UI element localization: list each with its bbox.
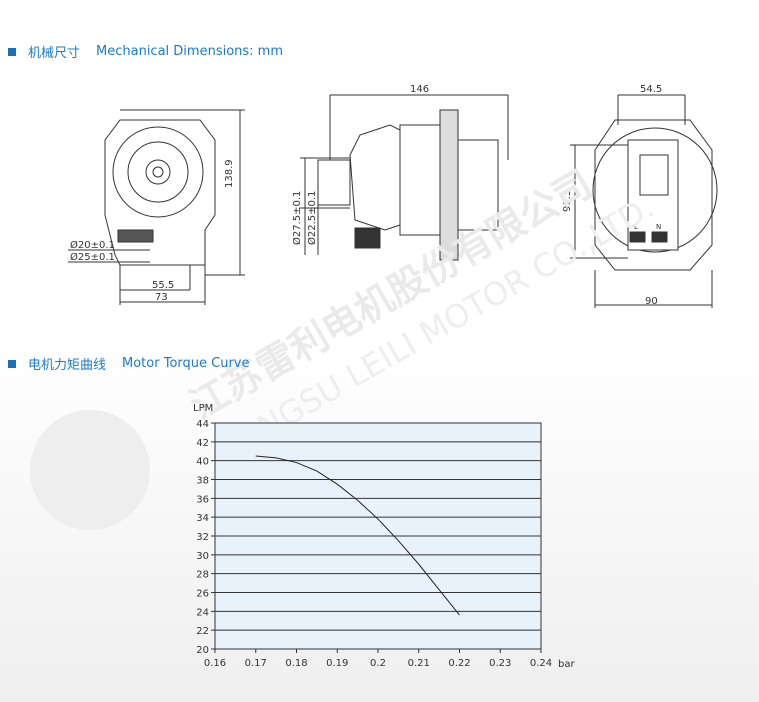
bullet-icon (8, 359, 16, 368)
y-tick-label: 42 (196, 438, 209, 449)
section-curve-header: 电机力矩曲线 Motor Torque Curve (8, 354, 250, 373)
x-tick-label: 0.21 (408, 658, 430, 669)
section-title-en: Mechanical Dimensions: mm (96, 44, 284, 59)
x-tick-label: 0.24 (530, 658, 552, 669)
y-tick-label: 20 (196, 645, 209, 656)
terminal-L: L (634, 223, 638, 231)
section-title-cn: 机械尺寸 (28, 46, 81, 61)
dim-54: 54.5 (640, 84, 662, 95)
dim-d25: Ø25±0.1 (70, 251, 115, 263)
dim-height: 138.9 (224, 159, 235, 188)
y-tick-label: 28 (196, 570, 209, 581)
y-tick-label: 44 (196, 419, 209, 430)
dim-90-3: 90.3 (562, 190, 573, 212)
y-tick-label: 36 (196, 494, 209, 505)
y-tick-label: 32 (196, 532, 209, 543)
x-tick-label: 0.23 (489, 658, 511, 669)
side-view (300, 94, 509, 261)
section-dimensions-header: 机械尺寸 Mechanical Dimensions: mm (8, 42, 283, 61)
x-tick-label: 0.16 (204, 658, 226, 669)
mechanical-drawing: 138.9 Ø20±0.1 Ø25±0.1 55.5 73 146 Ø27.5±… (68, 84, 718, 308)
x-tick-label: 0.22 (448, 658, 470, 669)
back-view (570, 94, 718, 308)
dim-d27: Ø27.5±0.1 (291, 191, 303, 245)
bullet-icon (8, 47, 16, 56)
y-axis-label: LPM (193, 403, 213, 414)
dim-d20: Ø20±0.1 (70, 239, 115, 251)
y-tick-label: 34 (196, 513, 209, 524)
x-axis-label: bar (558, 659, 575, 670)
terminal-N: N (656, 223, 661, 231)
y-tick-label: 24 (196, 607, 209, 618)
section-title-cn: 电机力矩曲线 (28, 358, 107, 373)
series-line (255, 455, 460, 616)
dim-55: 55.5 (152, 280, 174, 291)
y-tick-label: 30 (196, 551, 209, 562)
x-tick-label: 0.2 (370, 658, 386, 669)
x-tick-label: 0.18 (285, 658, 307, 669)
y-tick-label: 40 (196, 457, 209, 468)
y-tick-label: 26 (196, 589, 209, 600)
front-view (68, 109, 245, 305)
y-tick-label: 38 (196, 476, 209, 487)
x-tick-label: 0.19 (326, 658, 348, 669)
x-tick-label: 0.17 (245, 658, 267, 669)
dim-146: 146 (410, 84, 429, 95)
dim-90: 90 (645, 296, 658, 307)
section-title-en: Motor Torque Curve (122, 356, 250, 371)
dim-73: 73 (155, 292, 168, 303)
y-tick-label: 22 (196, 626, 209, 637)
dim-d22: Ø22.5±0.1 (306, 191, 318, 245)
